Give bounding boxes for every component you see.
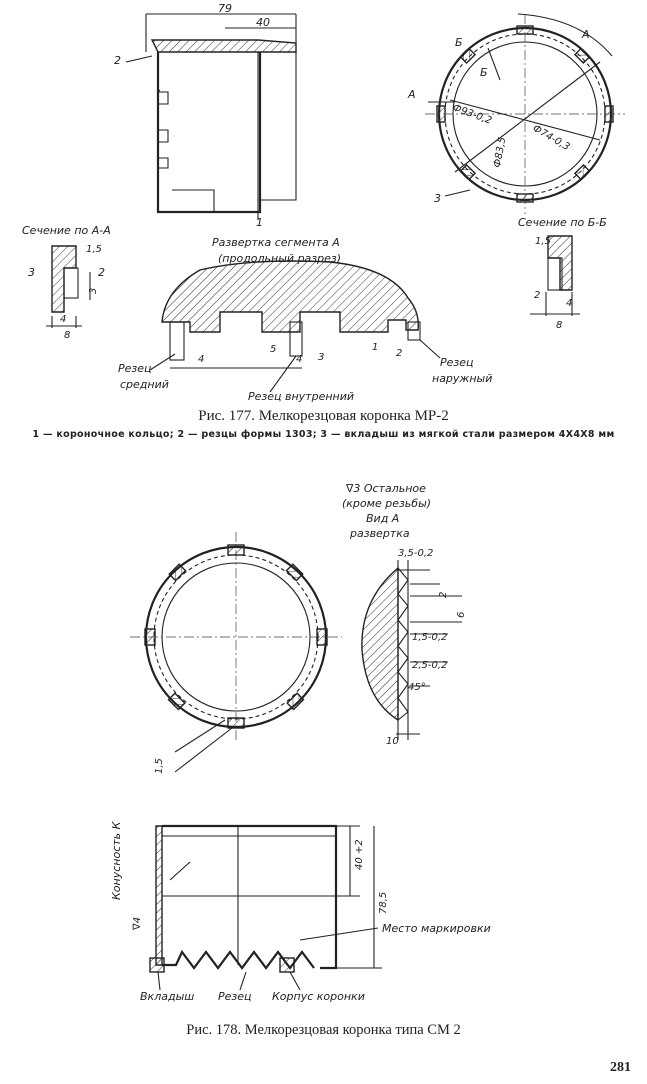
aa-ref-2: 2 [98,266,105,279]
va-dim-2: 2 [438,592,449,598]
label-body: Корпус коронки [272,990,365,1003]
fig177-caption: Рис. 177. Мелкорезцовая коронка МР-2 [198,408,449,424]
dim-40: 40 +2 [354,839,365,870]
va-dim-6: 6 [456,612,467,618]
dim-40: 40 [256,16,270,29]
va-dim-35: 3,5-0,2 [398,548,433,559]
label-b2: Б [480,66,488,79]
dim-d74: Ф74-0,3 [531,123,572,153]
bb-dim-8: 8 [556,320,562,331]
dim-785: 78,5 [378,892,389,914]
va-dim-25: 2,5-0,2 [412,660,447,671]
aa-ref-3: 3 [28,266,35,279]
sm2-ring-view: 1,5 [130,532,342,774]
label-a: А [407,88,416,101]
section-bb: Сечение по Б-Б 1,5 2 4 8 [518,216,607,331]
label-cutter: Резец [218,990,252,1003]
cut-inner: Резец внутренний [248,390,354,403]
section-aa-title: Сечение по А-А [22,224,111,237]
dev-dim-4a: 4 [198,354,204,365]
label-b: Б [455,36,463,49]
va-dim-15: 1,5-0,2 [412,632,447,643]
view-a-subtitle: развертка [349,527,410,540]
fig177-legend: 1 — короночное кольцо; 2 — резцы формы 1… [32,429,615,440]
aa-dim-3: 3 [88,288,99,294]
dev-dim-3: 3 [318,352,324,363]
section-aa: Сечение по А-А 4 8 1,5 2 3 3 [22,224,111,341]
label-a2: А [581,28,590,41]
label-insert: Вкладыш [140,990,194,1003]
view-a-title: Вид А [366,512,399,525]
roughness-note: ∇3 Остальное [345,482,426,495]
va-dim-45: 45° [408,682,426,693]
ref-2: 2 [114,54,121,67]
ref-1: 1 [256,216,263,229]
dev-dim-5: 5 [270,344,276,355]
fig178-caption: Рис. 178. Мелкорезцовая коронка типа СМ … [186,1022,461,1038]
cut-mid-1: Резец [118,362,152,375]
bb-dim-15: 1,5 [535,236,551,247]
view-a-development: ∇3 Остальное (кроме резьбы) Вид А развер… [342,482,467,747]
aa-dim-4: 4 [60,314,66,325]
cut-outer-2: наружный [432,372,492,385]
dev-dim-1: 1 [372,342,378,353]
dim-d83: Ф83,5 [492,136,508,168]
sm2-side-view: Конусность К ∇4 40 +2 78,5 Место маркиро… [110,820,491,1003]
segment-a-development: Развертка сегмента А (продольный разрез)… [118,236,492,403]
aa-dim-8: 8 [64,330,70,341]
cut-mid-2: средний [120,378,169,391]
roughness-note-2: (кроме резьбы) [342,497,431,510]
rough-4: ∇4 [132,917,143,931]
dim-79: 79 [218,2,232,15]
crown-side-view: 79 40 2 1 [114,2,297,229]
section-bb-title: Сечение по Б-Б [518,216,607,229]
dev-dim-4b: 4 [296,354,302,365]
crown-ring-view: А А Б Б Ф93-0,2 Ф83,5 Ф74-0,3 3 [407,13,625,214]
konus-label: Конусность К [110,820,123,900]
va-dim-10: 10 [386,736,399,747]
bb-dim-2: 2 [534,290,540,301]
bb-dim-4: 4 [566,298,572,309]
aa-dim-15: 1,5 [86,244,102,255]
dev-title-1: Развертка сегмента А [212,236,340,249]
cut-outer-1: Резец [440,356,474,369]
marking-place: Место маркировки [382,922,491,935]
ref-3: 3 [434,192,441,205]
ring-dim-15: 1,5 [154,758,165,774]
dev-dim-2: 2 [396,348,402,359]
page-number: 281 [610,1060,631,1075]
